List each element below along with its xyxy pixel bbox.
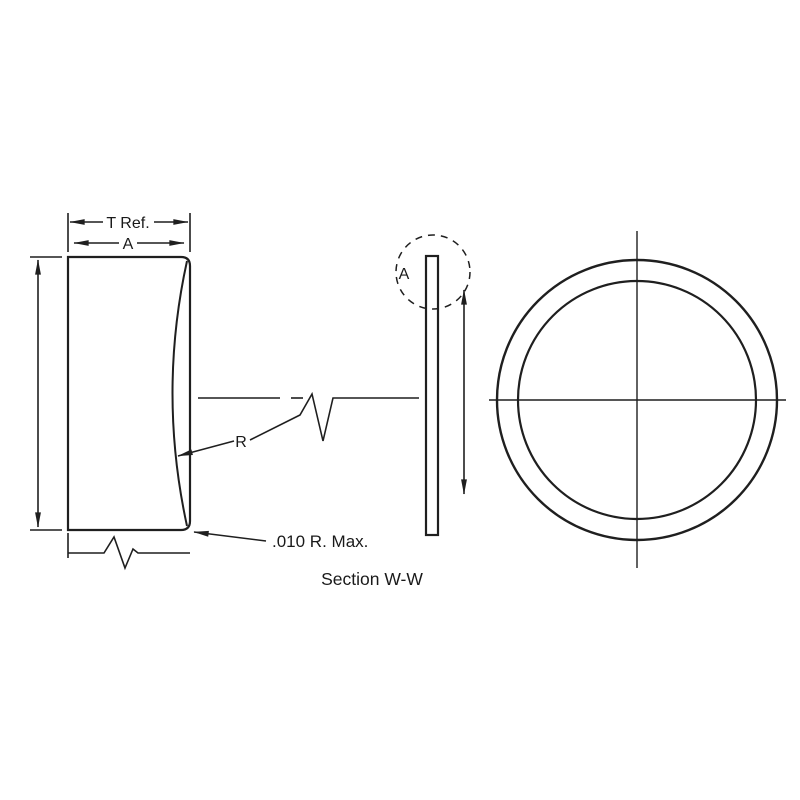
- detail-callout-circle: [395, 234, 471, 310]
- edge-view-rect: [424, 254, 440, 537]
- radius-leader: R: [177, 391, 419, 457]
- corner-radius-note: .010 R. Max.: [193, 530, 368, 551]
- dimension-a: A: [73, 236, 185, 253]
- front-view: [489, 231, 786, 568]
- leader-zigzag-line: [249, 391, 419, 442]
- section-view: [66, 255, 192, 532]
- t-ref-label: T Ref.: [106, 215, 149, 232]
- a-dimension-label: A: [123, 236, 134, 253]
- bottom-break-line: [67, 533, 190, 571]
- dimension-t-ref: T Ref.: [67, 213, 191, 252]
- detail-label: A: [399, 266, 410, 283]
- note-arrow-line: [193, 530, 267, 542]
- break-zigzag-line: [68, 535, 190, 571]
- radius-label: R: [235, 434, 247, 451]
- dimension-height: [30, 256, 62, 531]
- section-caption: Section W-W: [321, 569, 423, 589]
- concave-lens-curve: [171, 260, 188, 527]
- leader-arrow-line: [177, 440, 235, 457]
- corner-radius-text: .010 R. Max.: [272, 532, 368, 551]
- edge-view: A: [395, 234, 471, 537]
- section-outline: [66, 255, 192, 532]
